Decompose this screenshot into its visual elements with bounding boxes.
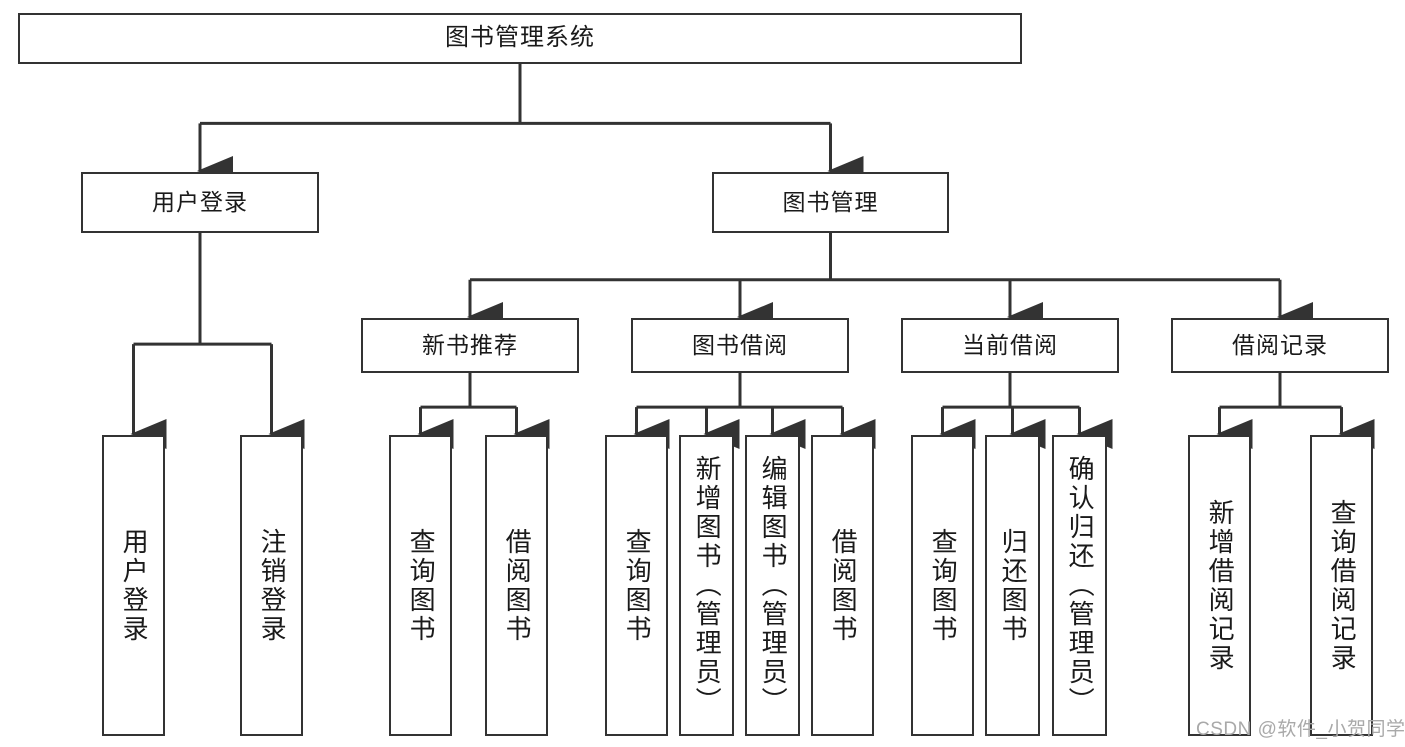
node-leaf-user-login[interactable]: 用户登录	[102, 435, 165, 736]
node-label: 归还图书	[998, 527, 1029, 644]
node-user-login[interactable]: 用户登录	[81, 172, 319, 233]
node-label: 借阅图书	[502, 527, 533, 644]
node-book-borrow[interactable]: 图书借阅	[631, 318, 849, 373]
node-leaf-query-book-2[interactable]: 查询图书	[605, 435, 668, 736]
node-leaf-borrow-book-1[interactable]: 借阅图书	[485, 435, 548, 736]
node-new-book-recommend[interactable]: 新书推荐	[361, 318, 579, 373]
node-leaf-user-logout[interactable]: 注销登录	[240, 435, 303, 736]
node-label: 确认归还（管理员）	[1065, 455, 1096, 716]
node-leaf-borrow-book-2[interactable]: 借阅图书	[811, 435, 874, 736]
node-leaf-edit-book[interactable]: 编辑图书（管理员）	[745, 435, 800, 736]
node-current-borrow[interactable]: 当前借阅	[901, 318, 1119, 373]
node-label: 图书借阅	[692, 331, 788, 358]
node-label: 新增借阅记录	[1205, 498, 1236, 673]
node-label: 新增图书（管理员）	[692, 455, 723, 716]
node-label: 用户登录	[152, 188, 248, 215]
node-label: 查询图书	[928, 527, 959, 644]
node-label: 查询图书	[406, 527, 437, 644]
node-label: 注销登录	[257, 527, 288, 644]
node-leaf-return-book[interactable]: 归还图书	[985, 435, 1040, 736]
node-label: 查询借阅记录	[1327, 498, 1358, 673]
node-label: 新书推荐	[422, 331, 518, 358]
node-book-manage[interactable]: 图书管理	[712, 172, 949, 233]
node-label: 图书管理系统	[445, 24, 595, 52]
node-label: 用户登录	[119, 527, 150, 644]
node-label: 当前借阅	[962, 331, 1058, 358]
node-leaf-query-record[interactable]: 查询借阅记录	[1310, 435, 1373, 736]
node-leaf-query-book-3[interactable]: 查询图书	[911, 435, 974, 736]
node-root[interactable]: 图书管理系统	[18, 13, 1022, 64]
watermark-text: CSDN @软件_小贺同学	[1196, 719, 1405, 740]
node-label: 借阅图书	[828, 527, 859, 644]
node-leaf-query-book-1[interactable]: 查询图书	[389, 435, 452, 736]
node-label: 查询图书	[622, 527, 653, 644]
node-label: 图书管理	[782, 188, 879, 215]
node-leaf-add-book[interactable]: 新增图书（管理员）	[679, 435, 734, 736]
node-leaf-confirm-return[interactable]: 确认归还（管理员）	[1052, 435, 1107, 736]
node-label: 编辑图书（管理员）	[758, 455, 789, 716]
node-label: 借阅记录	[1232, 331, 1328, 358]
node-leaf-add-record[interactable]: 新增借阅记录	[1188, 435, 1251, 736]
node-borrow-record[interactable]: 借阅记录	[1171, 318, 1389, 373]
